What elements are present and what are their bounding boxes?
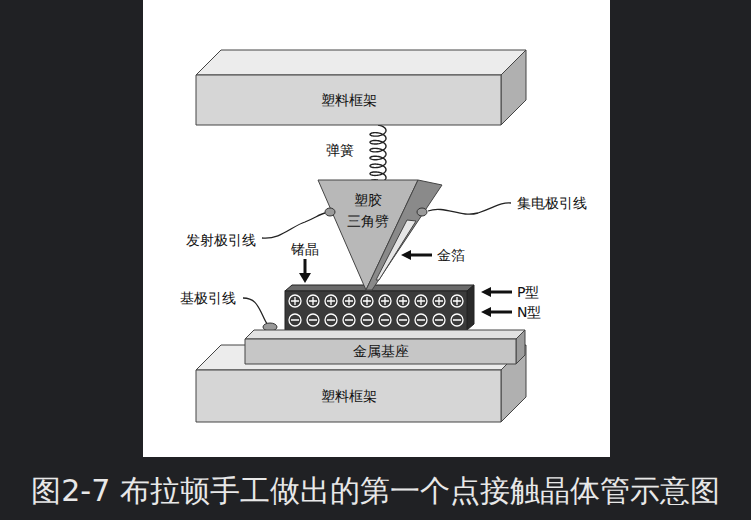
node-text: 塑料框架 <box>321 90 377 111</box>
plus-signs <box>291 297 461 305</box>
text-area: 塑胶 三角劈 <box>318 190 418 232</box>
arrow-head <box>481 287 491 297</box>
germanium-crystal <box>285 291 467 330</box>
arrow-head <box>299 273 311 283</box>
plastic-wedge: 塑胶 三角劈 <box>318 178 442 292</box>
solder-blob <box>325 208 335 216</box>
text-area: 塑料框架 <box>196 370 501 422</box>
minus-signs <box>291 319 461 320</box>
part-label: 金箔 <box>437 247 465 264</box>
front-face <box>196 75 501 125</box>
part-label: 集电极引线 <box>517 195 587 212</box>
side-face <box>501 345 526 422</box>
arrow-head <box>401 250 411 260</box>
part-label: P型 <box>517 284 539 301</box>
collector-lead <box>428 203 511 214</box>
part-label: 基极引线 <box>180 290 236 307</box>
pointer-arrow <box>304 259 307 274</box>
emitter-lead <box>262 213 325 238</box>
spring-coil <box>370 125 386 183</box>
crystal-side <box>467 285 474 330</box>
text-area: 塑料框架 <box>196 75 501 125</box>
part-label: 发射极引线 <box>186 232 256 249</box>
caption-area: 图2-7 布拉顿手工做出的第一个点接触晶体管示意图 <box>0 462 751 518</box>
pointer-arrow <box>410 254 432 257</box>
wedge-front <box>318 180 418 290</box>
front-face <box>245 339 516 364</box>
edge-label: 弹簧 <box>326 142 354 159</box>
node-text: 金属基座 <box>353 341 409 362</box>
top-face <box>196 50 526 75</box>
part-label: N型 <box>517 304 541 321</box>
plastic-frame-outline <box>196 50 526 125</box>
node-text: 塑料框架 <box>321 386 377 407</box>
side-face <box>501 50 526 125</box>
figure-caption: 图2-7 布拉顿手工做出的第一个点接触晶体管示意图 <box>31 474 720 507</box>
pointer-arrow <box>490 311 512 314</box>
white-panel <box>143 0 610 457</box>
metal-base: 金属基座 <box>245 330 525 364</box>
plastic-frame: 塑料框架 <box>196 50 526 125</box>
top-face <box>196 345 526 370</box>
part-label: 锗晶 <box>291 241 319 258</box>
top-face <box>245 330 525 339</box>
base-lead <box>243 298 268 325</box>
front-face <box>196 370 501 422</box>
solder-blob <box>417 208 427 216</box>
crystal-top <box>285 285 474 291</box>
text-area: 金属基座 <box>245 339 516 364</box>
pointer-arrow <box>490 291 512 294</box>
arrow-head <box>481 307 491 317</box>
node-text: 塑胶 三角劈 <box>346 190 389 232</box>
